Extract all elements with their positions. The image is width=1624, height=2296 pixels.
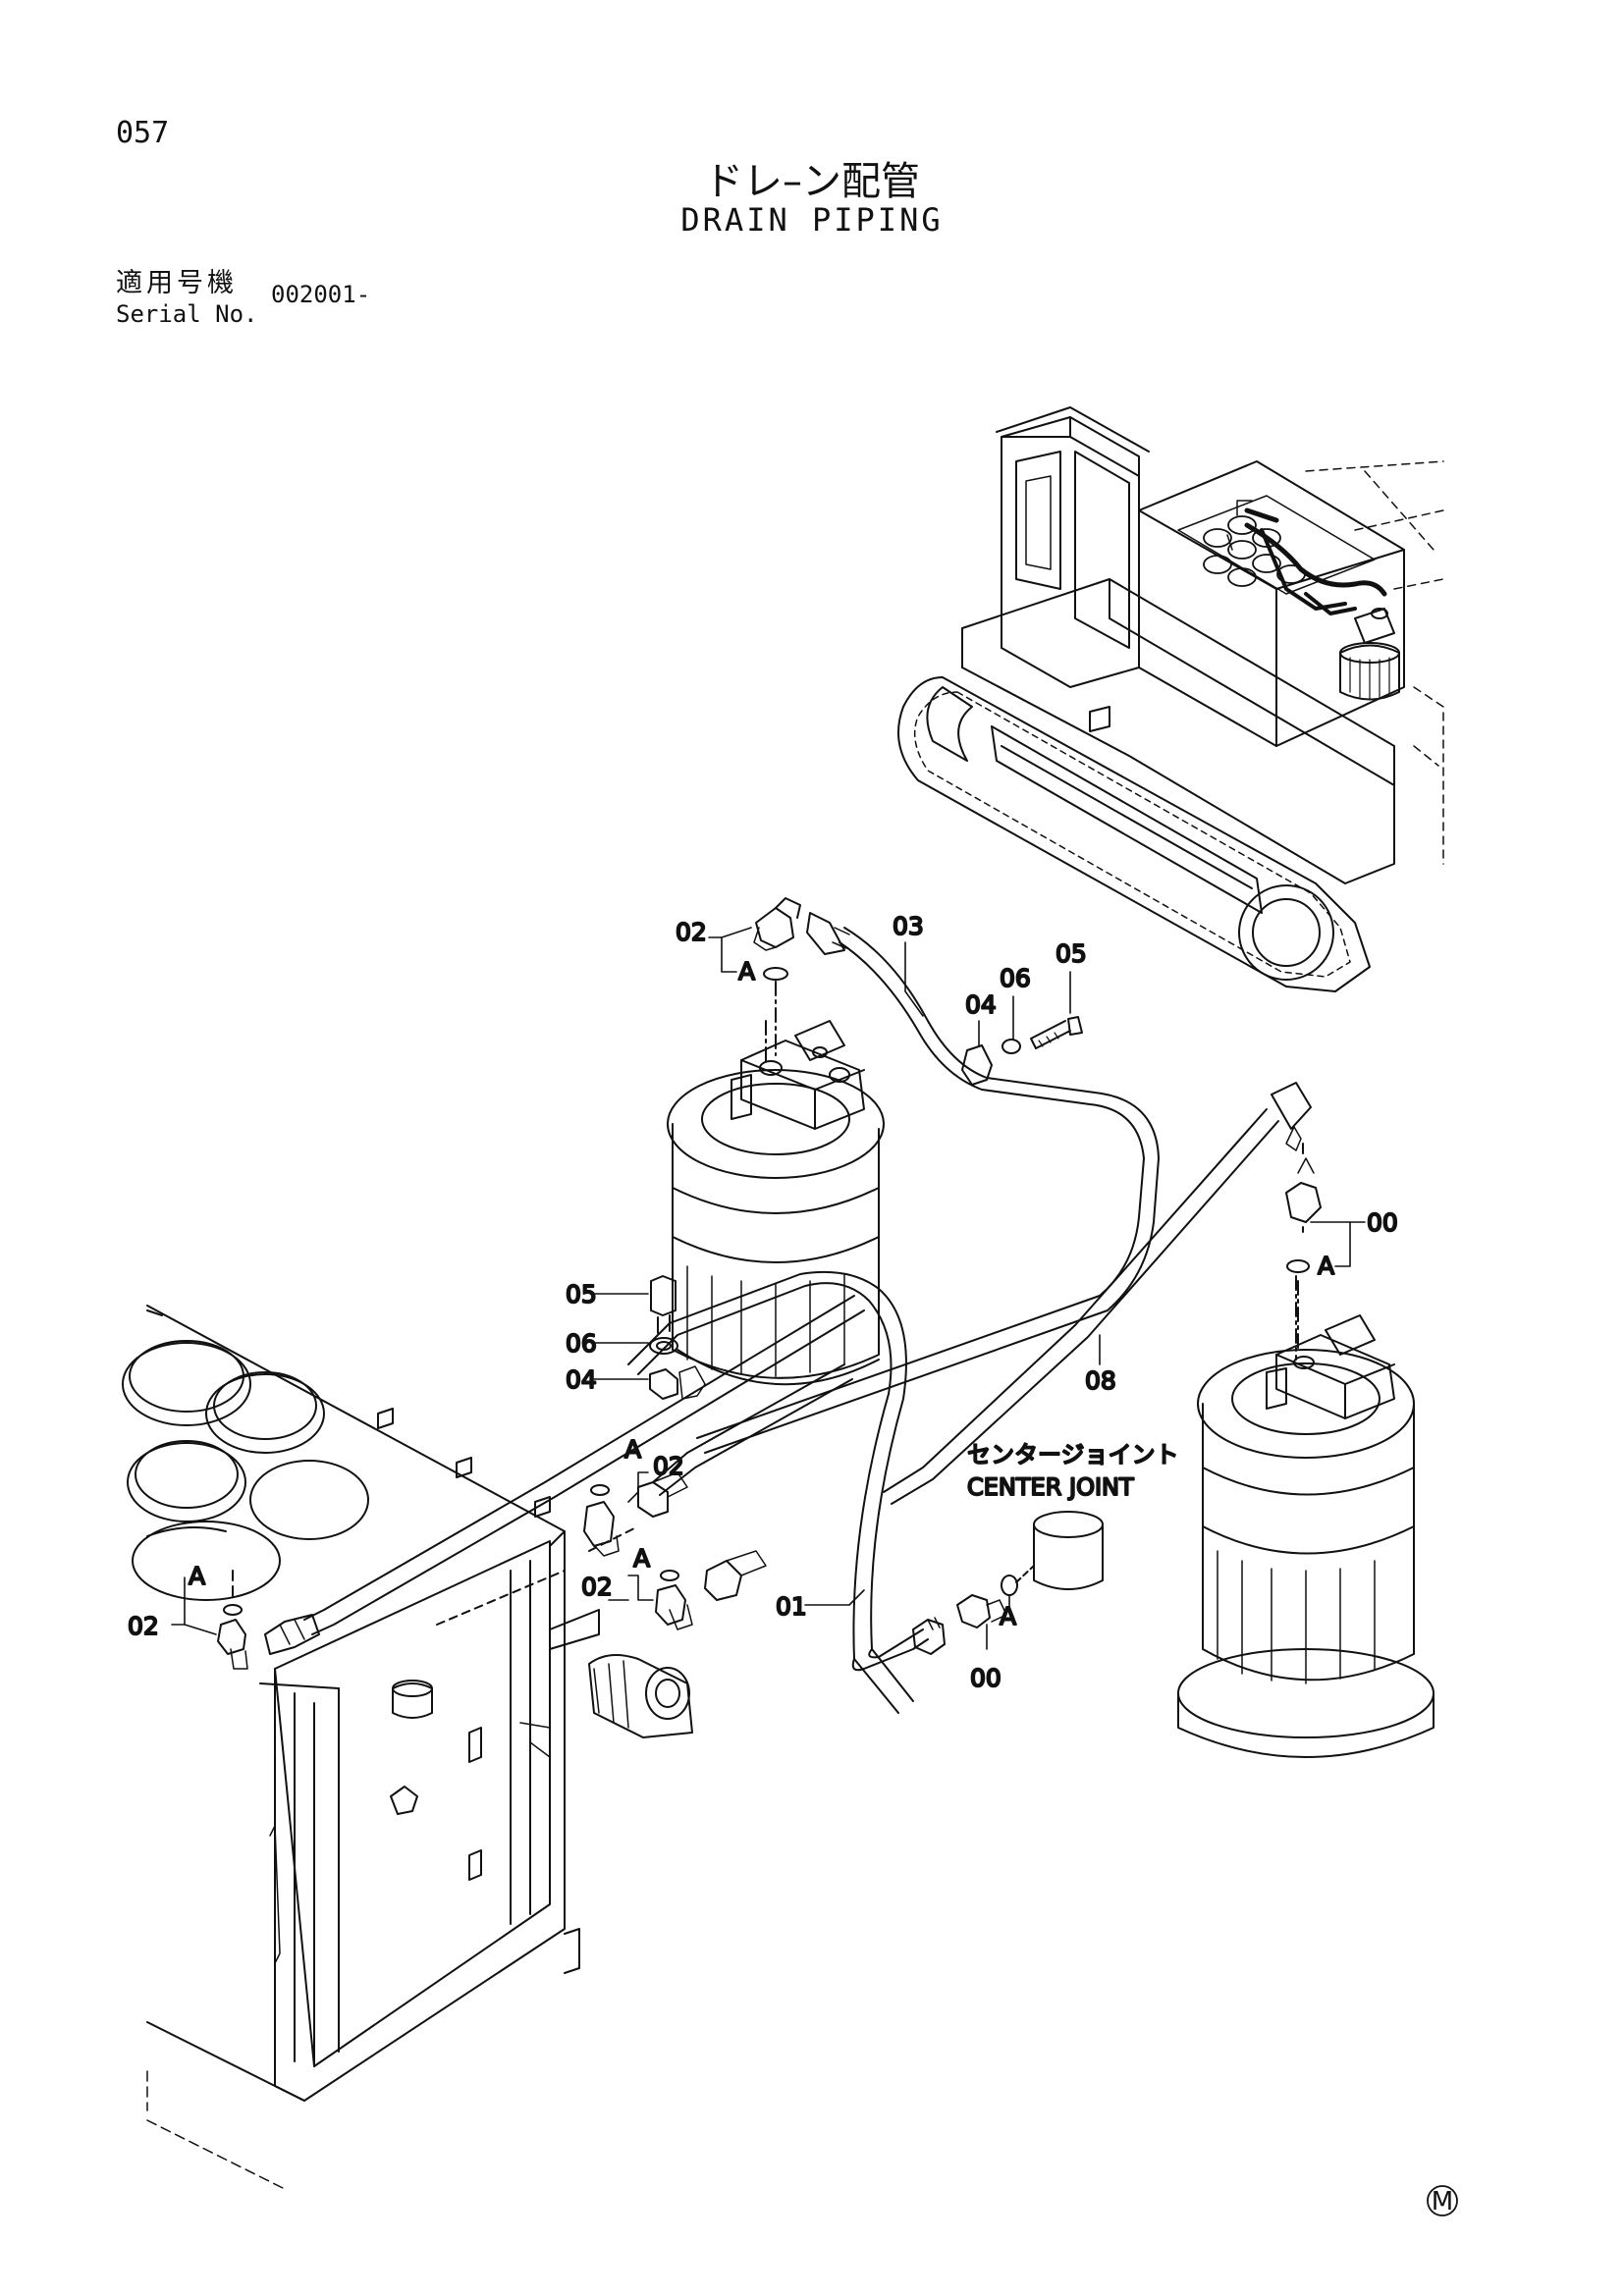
label-03: 03 — [893, 912, 924, 940]
label-01: 01 — [776, 1592, 807, 1621]
swing-motor-left — [667, 1020, 885, 1386]
title-japanese: ドレ–ン配管 — [704, 159, 920, 204]
label-00-right: 00 — [1367, 1208, 1398, 1237]
swing-motor-right — [1177, 1275, 1435, 1758]
excavator-overview — [897, 406, 1444, 992]
label-06-top: 06 — [1000, 964, 1031, 992]
label-02-mid: 02 — [653, 1452, 684, 1480]
label-02-top: 02 — [676, 918, 707, 946]
drain-hoses — [303, 912, 1312, 1714]
center-joint-label-english: CENTER JOINT — [967, 1473, 1134, 1501]
circled-m-mark — [1427, 2185, 1458, 2216]
footer-mark-letter: M — [1432, 2187, 1453, 2216]
label-02-mid-lower: 02 — [581, 1573, 613, 1601]
label-a-top: A — [738, 957, 755, 986]
leader-lines — [171, 927, 1366, 1650]
label-00-bottom: 00 — [970, 1664, 1001, 1692]
center-joint — [1033, 1511, 1104, 1590]
label-a-mid-lower: A — [633, 1544, 650, 1573]
label-08: 08 — [1085, 1366, 1116, 1395]
label-04-left: 04 — [566, 1365, 597, 1394]
serial-number-value: 002001- — [271, 281, 371, 308]
label-a-mid: A — [624, 1435, 641, 1464]
center-joint-label-japanese: センタージョイント — [967, 1441, 1179, 1468]
label-a-left: A — [189, 1562, 205, 1590]
fittings — [217, 897, 1322, 1670]
label-02-left: 02 — [128, 1612, 159, 1640]
frame-structure — [122, 1305, 639, 2190]
hydraulic-pump — [519, 1654, 693, 1758]
serial-label-english: Serial No. — [116, 300, 258, 328]
label-04-top: 04 — [965, 990, 997, 1019]
label-05-top: 05 — [1056, 939, 1087, 968]
serial-label-japanese: 適用号機 — [116, 268, 238, 298]
label-a-right: A — [1318, 1252, 1334, 1280]
label-06-left: 06 — [566, 1329, 597, 1358]
label-a-bottom: A — [1000, 1602, 1016, 1630]
page-number: 057 — [116, 116, 170, 150]
label-05-left: 05 — [566, 1280, 597, 1308]
title-english: DRAIN PIPING — [680, 201, 944, 239]
